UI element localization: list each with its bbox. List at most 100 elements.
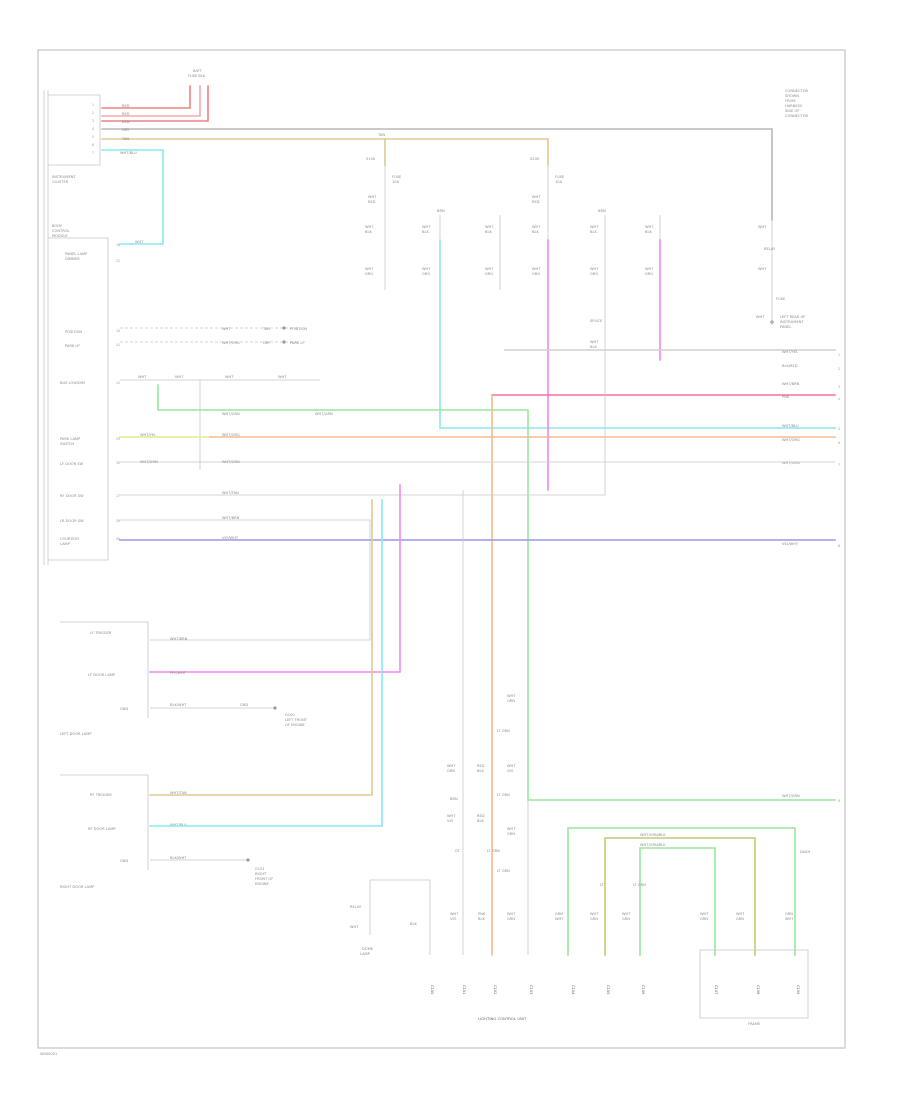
right-wire-labels: WHT/YEL BLK/RED WHT/BRN PNK WHT/BLU WHT/…	[782, 350, 800, 798]
svg-text:SIDE OF: SIDE OF	[785, 109, 799, 113]
svg-text:LF DOOR LAMP: LF DOOR LAMP	[88, 673, 116, 677]
svg-text:BLK: BLK	[485, 230, 492, 234]
org-lbl: WHT/ORG	[222, 433, 240, 437]
wire-code-tan2: TAN	[377, 133, 385, 137]
bcm-pin-labels: PANEL LAMP DIMMER POSITION PARK LP BUS L…	[60, 252, 88, 546]
svg-text:FUSE: FUSE	[776, 297, 786, 301]
svg-text:C105: C105	[606, 985, 610, 994]
svg-text:18: 18	[116, 243, 120, 247]
svg-text:7: 7	[838, 463, 840, 467]
svg-text:RIGHT DOOR LAMP: RIGHT DOOR LAMP	[60, 885, 95, 889]
svg-text:WHT: WHT	[532, 267, 541, 271]
svg-text:6: 6	[92, 143, 94, 147]
svg-text:HARNESS: HARNESS	[785, 104, 803, 108]
svg-text:GRN: GRN	[447, 769, 455, 773]
svg-text:ORG: ORG	[365, 272, 373, 276]
svg-text:WHT: WHT	[368, 195, 377, 199]
svg-text:C103: C103	[529, 985, 533, 994]
bottom-connectors: C100 C101 C102 C103 C104 C105 C106 C107 …	[430, 985, 800, 995]
wire-magenta-left	[149, 484, 401, 673]
wire-tan-top	[101, 138, 549, 166]
svg-text:ENGINE: ENGINE	[255, 882, 269, 886]
svg-text:WHT: WHT	[645, 225, 654, 229]
svg-text:BUS LOW/DIM: BUS LOW/DIM	[60, 381, 85, 385]
svg-text:WHT: WHT	[507, 912, 516, 916]
instrument-cluster-label-2: CLUSTER	[52, 180, 69, 184]
park-lbl: WHT/ORG	[222, 341, 240, 345]
svg-text:WHT: WHT	[350, 925, 359, 929]
fuse-label: BATT	[193, 69, 203, 73]
svg-text:LF TRIGGER: LF TRIGGER	[90, 631, 112, 635]
svg-text:2: 2	[838, 367, 840, 371]
svg-text:PANEL LAMP: PANEL LAMP	[65, 252, 88, 256]
svg-text:SHOWN: SHOWN	[785, 94, 799, 98]
bottom-module-label: LIGHTING CONTROL UNIT	[478, 1016, 527, 1021]
svg-text:POSITION: POSITION	[65, 330, 82, 334]
svg-text:INSTRUMENT: INSTRUMENT	[780, 320, 804, 324]
right-edge-pins: 12 34 56 78 9	[838, 353, 840, 803]
svg-text:GRN: GRN	[700, 917, 708, 921]
svg-text:LT GRN: LT GRN	[497, 793, 510, 797]
vio-lbl: VIO/WHT	[222, 536, 239, 540]
fuse-label-2: FUSE BLK	[188, 74, 206, 78]
svg-text:WHT: WHT	[590, 267, 599, 271]
svg-text:VIO/WHT: VIO/WHT	[782, 542, 799, 546]
wire-cyan-top	[101, 149, 164, 245]
svg-text:WHT: WHT	[785, 917, 794, 921]
svg-text:WHT/TAN: WHT/TAN	[170, 791, 187, 795]
svg-text:BLK: BLK	[477, 769, 484, 773]
svg-text:GND: GND	[240, 703, 248, 707]
svg-text:WHT: WHT	[507, 764, 516, 768]
svg-text:BLK: BLK	[590, 230, 597, 234]
svg-text:WHT/BRN: WHT/BRN	[170, 637, 188, 641]
svg-text:LAMP: LAMP	[60, 542, 71, 546]
svg-text:CONNECTOR: CONNECTOR	[785, 114, 809, 118]
svg-text:WHT/ORG: WHT/ORG	[782, 438, 800, 442]
svg-text:C107: C107	[714, 985, 718, 994]
lrdoor-lbl: WHT/BRN	[222, 516, 240, 520]
svg-text:LEFT DOOR LAMP: LEFT DOOR LAMP	[60, 732, 92, 736]
wire-code-red3: RED	[122, 120, 130, 124]
svg-text:GRN: GRN	[622, 917, 630, 921]
svg-text:SWITCH: SWITCH	[60, 442, 74, 446]
rfdoor-lbl: WHT/TAN	[222, 491, 239, 495]
svg-text:OF ENGINE: OF ENGINE	[285, 723, 306, 727]
svg-text:LT GRN: LT GRN	[497, 869, 510, 873]
svg-text:BLK: BLK	[365, 230, 372, 234]
svg-text:PARK LAMP: PARK LAMP	[60, 437, 81, 441]
svg-text:RIGHT: RIGHT	[255, 872, 267, 876]
svg-text:BLK: BLK	[590, 345, 597, 349]
svg-text:G100: G100	[285, 713, 295, 717]
wire-red-3	[101, 85, 209, 122]
svg-text:WHT: WHT	[450, 912, 459, 916]
bottom-verticals	[369, 490, 529, 955]
wire-lr-door	[120, 519, 371, 641]
lfdoor-lbl: WHT/GRN	[140, 460, 158, 464]
svg-text:LT: LT	[600, 883, 605, 887]
frame-box-label: FRAME	[748, 1022, 761, 1026]
svg-text:BLK/WHT: BLK/WHT	[170, 703, 187, 707]
svg-text:WHT: WHT	[756, 315, 765, 319]
svg-text:WHT/BLU: WHT/BLU	[782, 424, 799, 428]
svg-text:WHT: WHT	[365, 267, 374, 271]
svg-text:ORG: ORG	[485, 272, 493, 276]
svg-text:WHT: WHT	[700, 912, 709, 916]
svg-text:LEFT FRONT: LEFT FRONT	[285, 718, 308, 722]
bus-lbl1: WHT	[138, 375, 147, 379]
svg-text:C109: C109	[796, 985, 800, 995]
svg-text:WHT: WHT	[590, 340, 599, 344]
green-lbl2: WHT/GRN	[315, 412, 333, 416]
svg-text:BRN: BRN	[450, 797, 458, 801]
svg-text:BRN: BRN	[598, 209, 606, 213]
svg-text:WHT: WHT	[365, 225, 374, 229]
svg-text:WHT: WHT	[645, 267, 654, 271]
svg-text:RED: RED	[477, 764, 485, 768]
svg-text:30: 30	[116, 461, 120, 465]
wire-code-gray: GRY	[122, 128, 130, 132]
bus-lbl3: WHT	[225, 375, 234, 379]
svg-text:5: 5	[838, 427, 840, 431]
svg-text:C106: C106	[641, 985, 645, 995]
svg-text:ORG: ORG	[422, 272, 430, 276]
